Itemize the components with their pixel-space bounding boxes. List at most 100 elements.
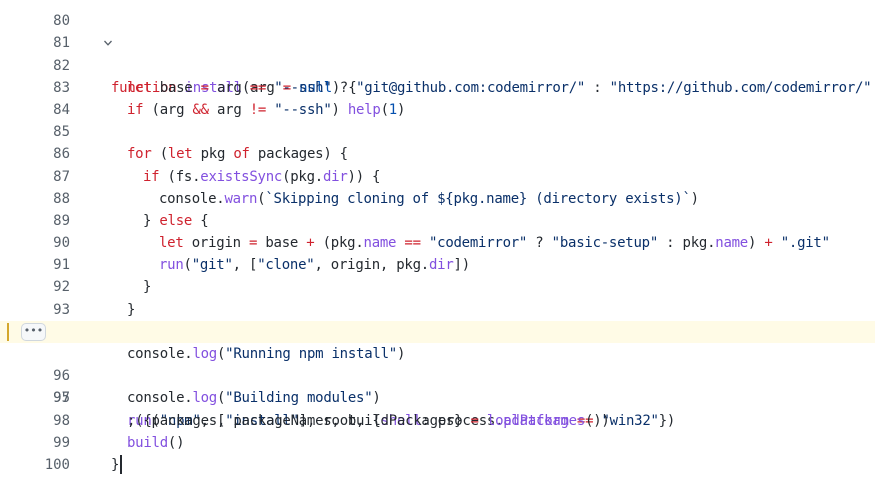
token: )) {	[347, 168, 381, 185]
token-keyword: function	[111, 79, 177, 96]
token-keyword: of	[233, 146, 250, 163]
token-string: "git@github.com:codemirror/"	[356, 79, 586, 96]
code-line[interactable]: 89 let origin = base + (pkg.name == "cod…	[0, 188, 875, 251]
token: }	[127, 301, 136, 318]
line-number: 88	[53, 190, 70, 207]
line-number: 80	[53, 13, 70, 30]
code-line[interactable]: 93	[0, 276, 875, 318]
line-number: 98	[53, 412, 70, 429]
code-text: function install(arg = null) {	[111, 77, 357, 99]
token-operator: ==	[404, 235, 421, 252]
token-keyword: let	[127, 79, 152, 96]
token: (pkg.	[282, 168, 323, 185]
token: ], root, {	[298, 412, 381, 429]
code-line[interactable]: 80	[0, 0, 875, 29]
token-string: "Running npm install"	[225, 346, 397, 363]
code-line[interactable]: 81 function install(arg = null) {	[0, 10, 875, 95]
token-function: log	[192, 390, 217, 407]
code-line[interactable]: 87 console.warn(`Skipping cloning of ${p…	[0, 143, 875, 207]
token: ])	[453, 257, 471, 274]
line-number: 91	[53, 257, 70, 274]
more-actions-button[interactable]: •••	[21, 322, 46, 341]
code-text: run("git", ["clone", origin, pkg.dir])	[159, 254, 470, 276]
chevron-down-icon[interactable]	[82, 10, 112, 77]
code-text: console.warn(`Skipping cloning of ${pkg.…	[159, 188, 699, 210]
token-string: ".git"	[780, 235, 830, 252]
token: ?	[527, 235, 552, 252]
token: (	[380, 101, 389, 118]
token: console.	[127, 346, 193, 363]
token: )	[747, 235, 765, 252]
code-line[interactable]: 97 ;({packages, packageNames, buildPacka…	[0, 365, 875, 428]
token-string: "clone"	[257, 257, 315, 274]
token-literal: null	[299, 79, 332, 96]
token-property: dir	[428, 257, 454, 274]
token: ?	[331, 79, 357, 96]
token-operator: ==	[576, 412, 594, 429]
token: )	[396, 101, 406, 118]
code-text: let origin = base + (pkg.name == "codemi…	[159, 232, 830, 254]
token-keyword: for	[127, 146, 152, 163]
token: base	[151, 79, 201, 96]
token: ;({packages, packageNames, buildPackages…	[127, 412, 471, 429]
code-line[interactable]: 99 }	[0, 410, 875, 475]
change-marker	[7, 322, 9, 341]
token: ())	[585, 412, 610, 429]
token: ) {	[331, 79, 357, 96]
token: : pkg.	[658, 235, 716, 252]
line-number: 82	[53, 57, 70, 74]
line-number: 90	[53, 235, 70, 252]
code-line[interactable]: 86 if (fs.existsSync(pkg.dir)) {	[0, 121, 875, 184]
token: (	[216, 390, 226, 407]
token: arg	[208, 101, 250, 118]
code-line-active[interactable]: ••• 95 run("npm", ["install"], root, {sh…	[0, 320, 875, 429]
code-line[interactable]: 88 } else {	[0, 166, 875, 229]
code-line[interactable]: 92 }	[0, 254, 875, 317]
code-line[interactable]: 82 let base = arg == "--ssh" ? "git@gith…	[0, 32, 875, 96]
token: (pkg.	[314, 235, 364, 252]
token-function: loadPackages	[486, 412, 586, 429]
code-line[interactable]: 83 if (arg && arg != "--ssh") help(1)	[0, 55, 875, 118]
code-text: }	[127, 299, 135, 321]
line-number: 86	[53, 146, 70, 163]
token-keyword: else	[159, 212, 193, 229]
token: (arg	[143, 101, 193, 118]
code-text: }	[143, 276, 151, 298]
code-line[interactable]: 94 console.log("Running npm install")	[0, 299, 875, 362]
token: pkg	[192, 146, 234, 163]
code-line[interactable]: 85 for ( let pkg of packages) {	[0, 99, 875, 162]
line-number: 96	[53, 368, 70, 385]
code-text: run("npm", ["install"], root, {shell: pr…	[127, 410, 675, 432]
token: packages) {	[249, 146, 348, 163]
token-string: "basic-setup"	[551, 235, 659, 252]
code-editor[interactable]: 80 81 function install(arg = null) { 82 …	[0, 0, 875, 475]
code-line[interactable]: 90 run("git", ["clone", origin, pkg.dir]…	[0, 210, 875, 273]
token-string: "win32"	[601, 412, 659, 429]
token-operator: =	[282, 79, 291, 96]
token: arg	[208, 79, 250, 96]
token: )	[396, 346, 406, 363]
line-number: 97	[53, 390, 70, 407]
code-text: build()	[127, 432, 185, 454]
token: )	[690, 190, 699, 207]
token-keyword: let	[167, 146, 193, 163]
code-line[interactable]: 84	[0, 77, 875, 118]
code-text: console.log("Building modules")	[127, 387, 381, 409]
code-line[interactable]: 96 console.log("Building modules")	[0, 343, 875, 406]
token: }	[143, 212, 160, 229]
code-text: } else {	[143, 210, 209, 232]
text-cursor	[120, 455, 122, 475]
line-number: 85	[53, 124, 70, 141]
token-operator: =	[248, 235, 258, 252]
token-operator: =	[200, 79, 209, 96]
token-keyword: if	[127, 101, 144, 118]
token: )	[331, 101, 348, 118]
code-line[interactable]: 91 }	[0, 232, 875, 295]
line-number: 92	[53, 279, 70, 296]
code-text: let base = arg == "--ssh" ? "git@github.…	[127, 77, 872, 99]
token: }	[111, 456, 120, 473]
token-property: name	[715, 235, 748, 252]
token: {	[192, 212, 209, 229]
code-line[interactable]: 98 build()	[0, 387, 875, 451]
token-property: dir	[322, 168, 348, 185]
